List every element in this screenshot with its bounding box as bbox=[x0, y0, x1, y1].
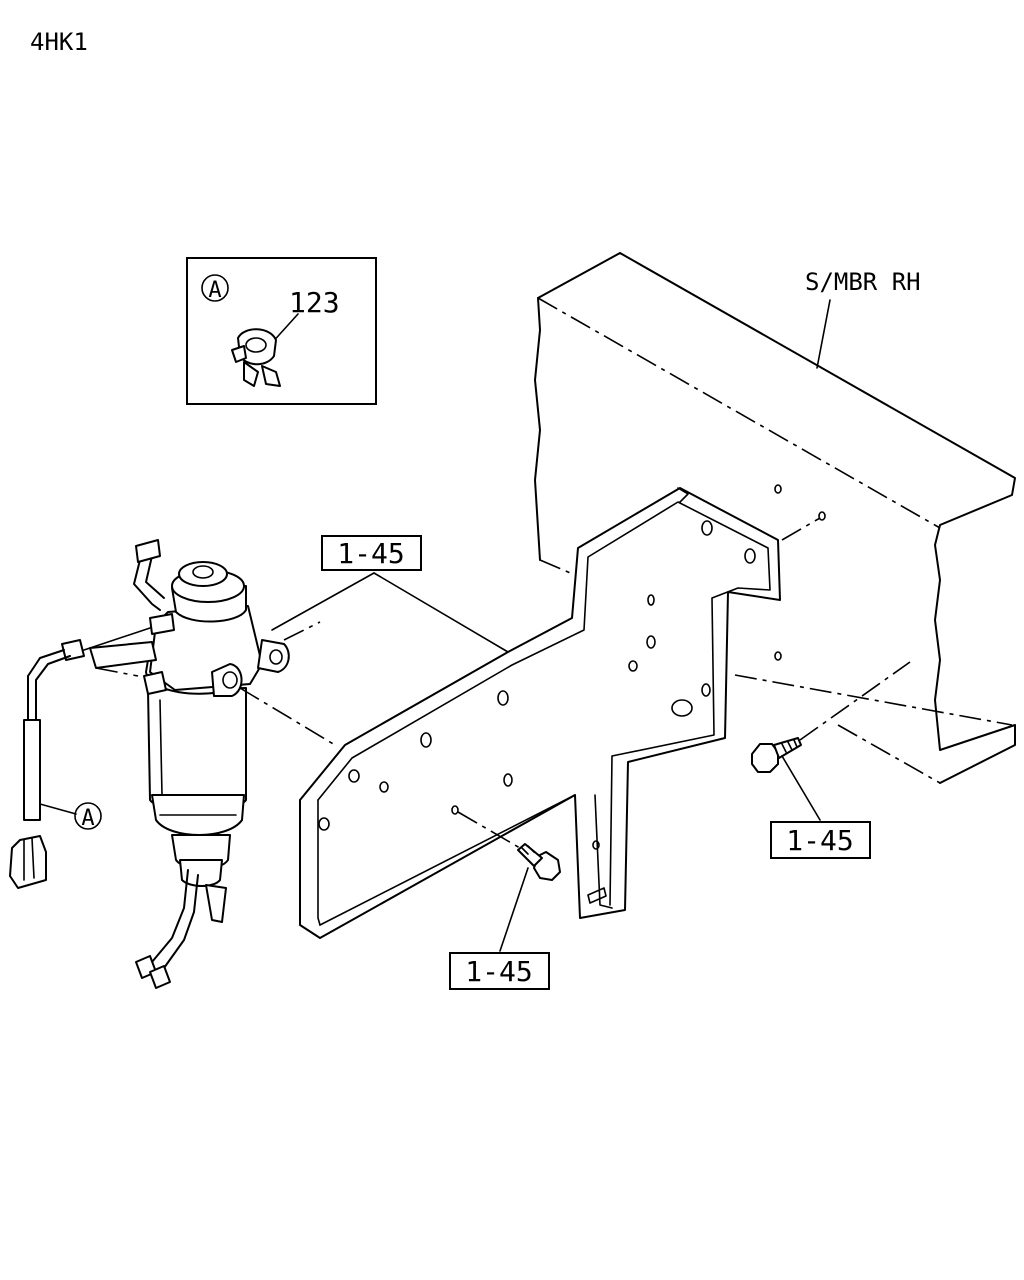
bolt-lower bbox=[457, 811, 561, 881]
bolt-right bbox=[751, 661, 911, 773]
wire-marker-label: A bbox=[81, 806, 94, 831]
detail-part-number: 123 bbox=[289, 286, 340, 319]
ref-lower-label: 1-45 bbox=[465, 955, 532, 988]
ref-upper-label: 1-45 bbox=[337, 537, 404, 570]
side-member bbox=[534, 252, 1016, 784]
member-label: S/MBR RH bbox=[805, 268, 921, 296]
mounting-bracket bbox=[299, 487, 826, 939]
ref-box-right: 1-45 bbox=[770, 755, 871, 859]
ref-box-lower: 1-45 bbox=[449, 867, 550, 990]
fuel-filter-assembly bbox=[61, 539, 336, 989]
member-leader bbox=[816, 299, 831, 369]
detail-box-a: A 123 bbox=[186, 257, 377, 405]
ref-box-upper: 1-45 bbox=[271, 535, 509, 653]
wire-marker-a: A bbox=[74, 802, 102, 831]
ref-right-label: 1-45 bbox=[786, 824, 853, 857]
clip-123 bbox=[231, 328, 281, 387]
detail-marker: A bbox=[208, 278, 221, 303]
engine-code: 4HK1 bbox=[30, 28, 88, 56]
wiring-harness bbox=[9, 649, 77, 889]
